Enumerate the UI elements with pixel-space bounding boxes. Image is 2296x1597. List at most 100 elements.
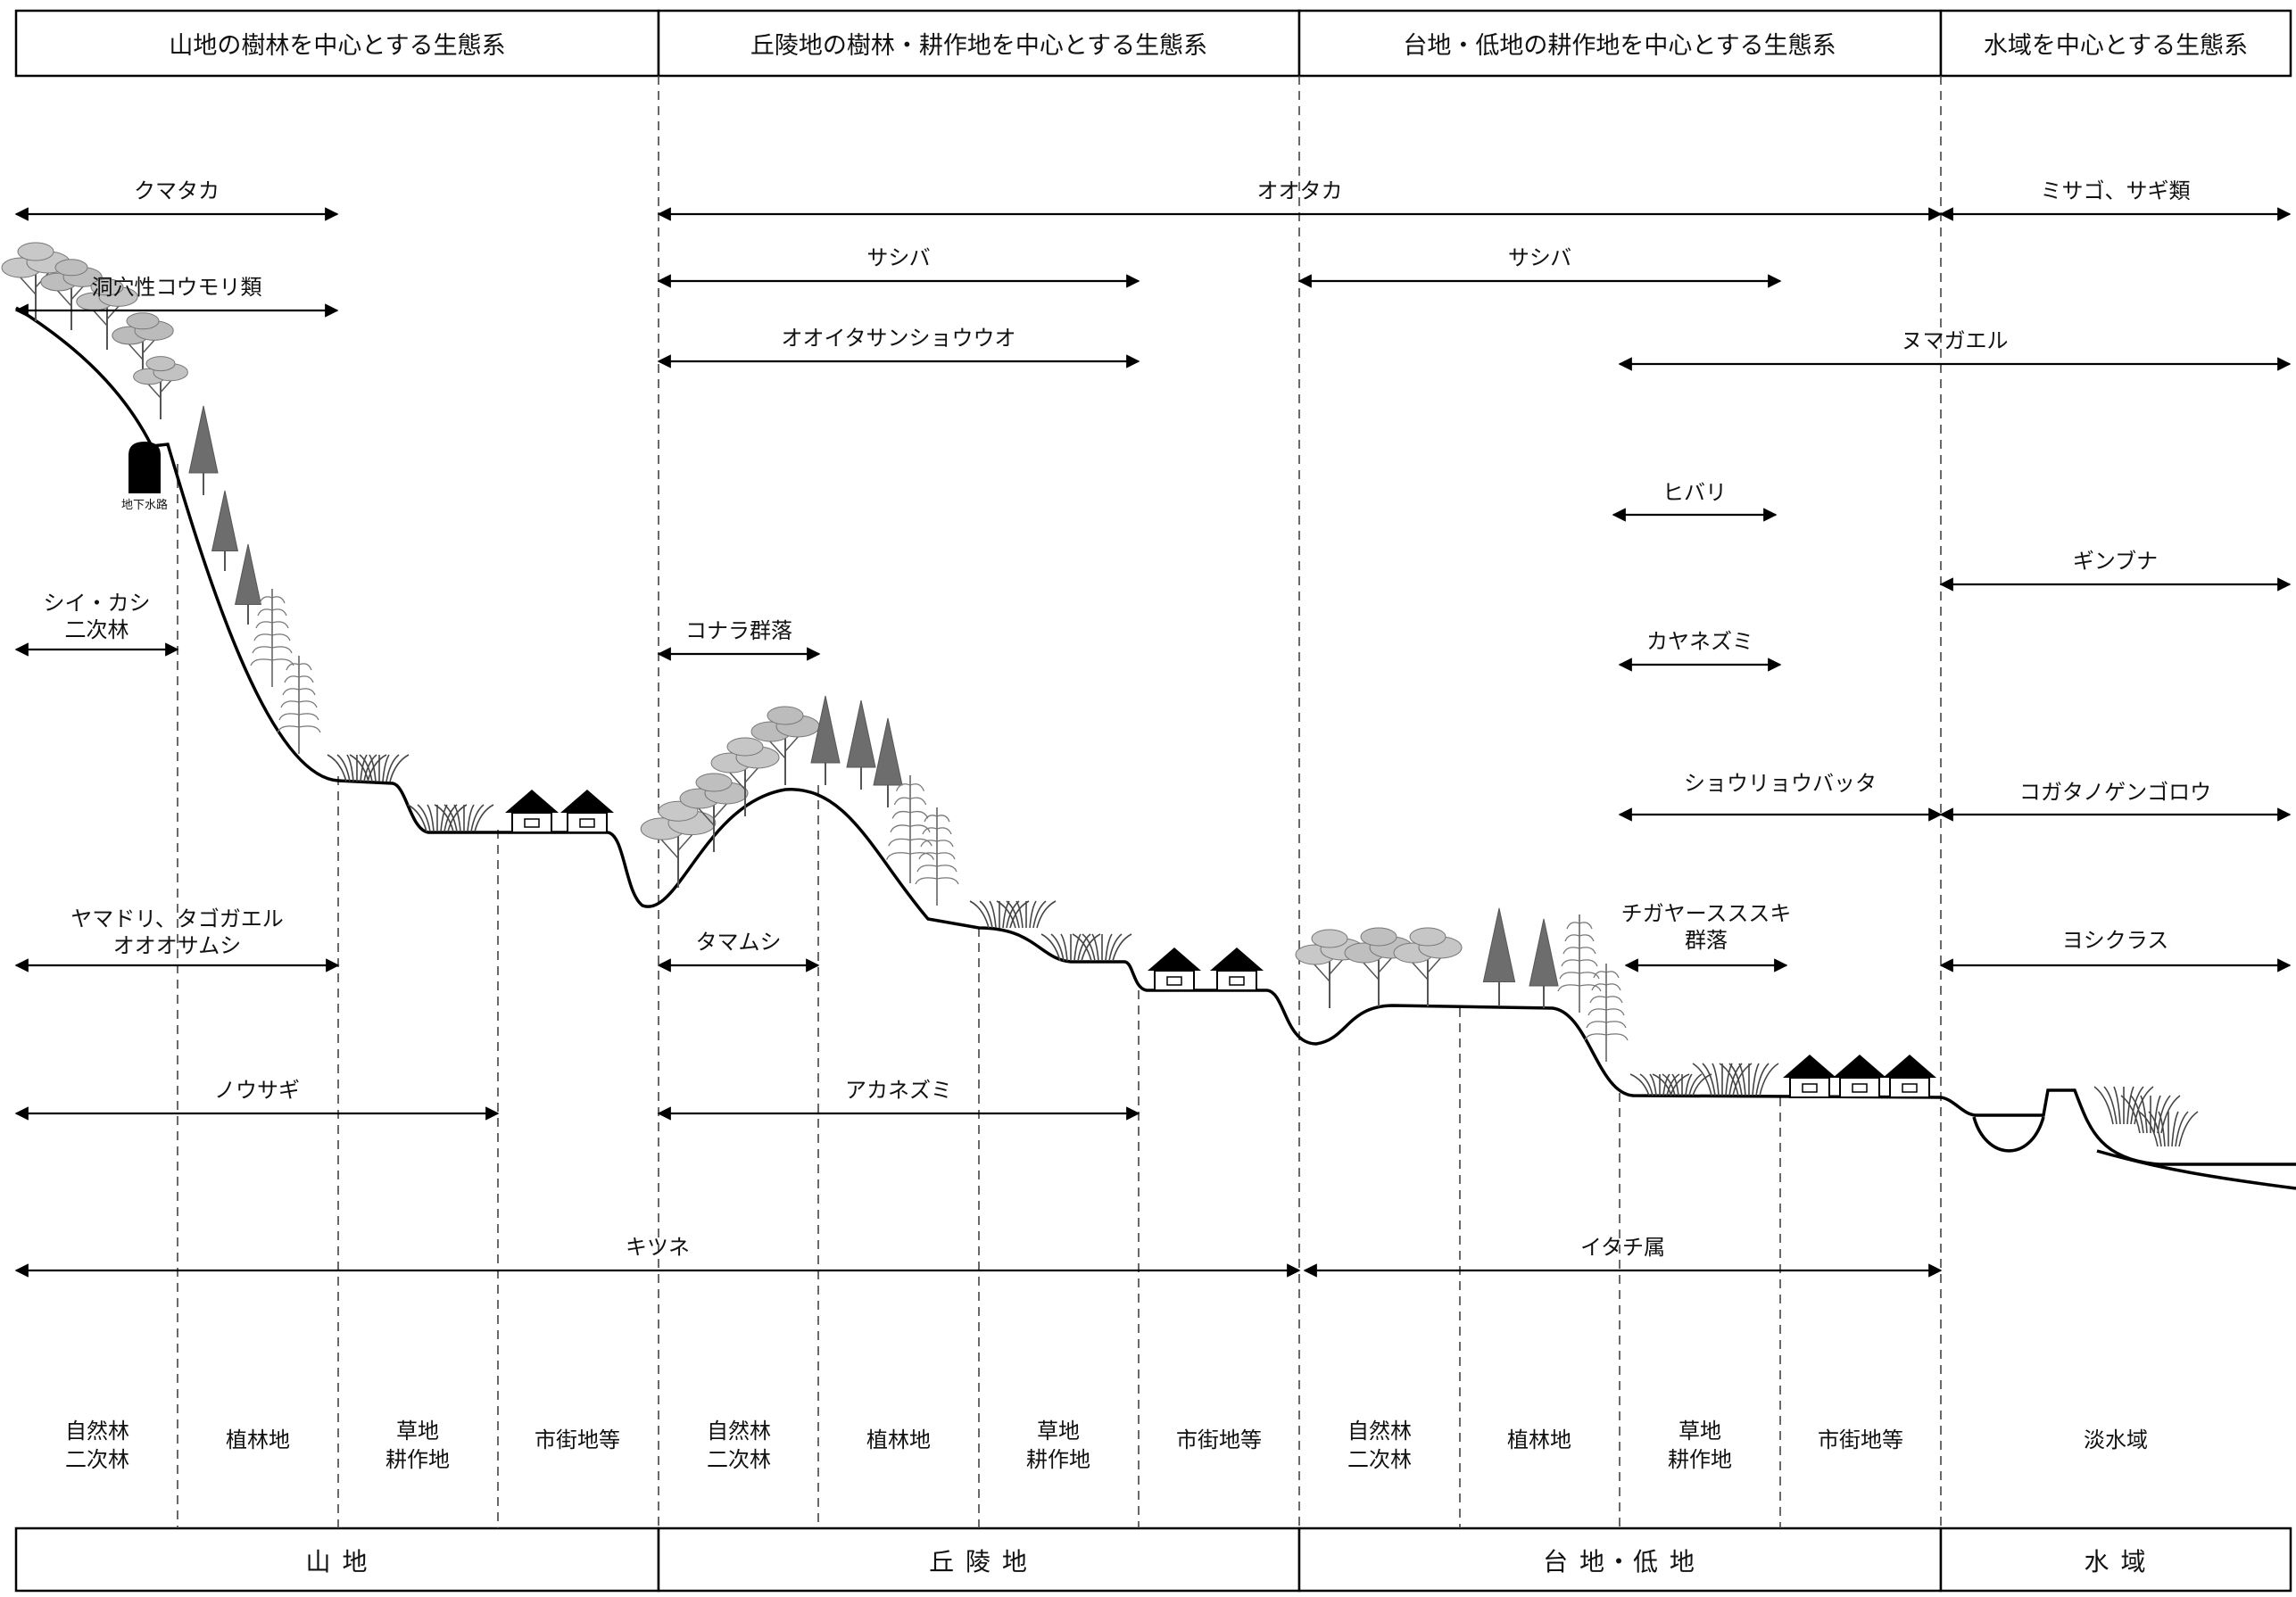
grass-icon [2093, 1086, 2154, 1125]
zone-label: 草地 [396, 1419, 439, 1444]
zone-label: 自然林 [1347, 1419, 1412, 1444]
grass-icon [327, 754, 387, 782]
species-label: ノウサギ [214, 1078, 300, 1103]
species-label: オオオサムシ [113, 933, 242, 958]
grass-icon [969, 900, 1030, 929]
broadleaf-tree-icon [1295, 929, 1364, 1008]
footer-box-hill [657, 1527, 1301, 1593]
zone-label: 草地 [1037, 1419, 1080, 1444]
broadleaf-tree-icon [679, 773, 749, 852]
species-range-itachi: イタチ属 [1303, 1235, 1943, 1278]
zone-label: 植林地 [226, 1427, 290, 1452]
species-range-akanezumi: アカネズミ [657, 1078, 1140, 1121]
species-label: ミサゴ、サギ類 [2041, 178, 2191, 203]
species-label: 二次林 [65, 617, 129, 642]
species-label: ヨシクラス [2062, 928, 2169, 953]
species-label: カヤネズミ [1646, 629, 1753, 654]
zone-label: 耕作地 [1668, 1447, 1732, 1472]
footer-hill: 丘 陵 地 [929, 1547, 1029, 1576]
grasses [327, 754, 2199, 1147]
species-ranges: クマタカオオタカミサゴ、サギ類洞穴性コウモリ類サシバサシバオオイタサンショウウオ… [14, 178, 2292, 1278]
grass-icon [434, 804, 494, 832]
zone-label: 二次林 [707, 1447, 771, 1472]
species-range-ginbuna: ギンブナ [1939, 549, 2292, 592]
footer-box-lowland [1297, 1527, 1943, 1593]
species-range-komori: 洞穴性コウモリ類 [14, 275, 339, 318]
house-icon [560, 790, 614, 833]
grass-icon [1692, 1063, 1753, 1096]
pond-basin [1972, 1116, 2045, 1153]
species-label: シイ・カシ [44, 591, 151, 616]
species-label: オオタカ [1257, 178, 1343, 203]
broadleaf-tree-icon [1393, 927, 1463, 1006]
species-label: コナラ群落 [685, 618, 792, 643]
sapling-tree-icon [250, 589, 294, 687]
species-range-sashiba2: サシバ [1297, 245, 1782, 288]
header-box-hill [657, 9, 1301, 78]
species-label: ヒバリ [1662, 480, 1727, 505]
broadleaf-tree-icon [133, 356, 188, 419]
broadleaf-tree-icon [40, 259, 103, 330]
land-use-zones: 自然林二次林植林地草地耕作地市街地等自然林二次林植林地草地耕作地市街地等自然林二… [65, 1419, 2148, 1472]
tunnel-icon [128, 442, 161, 493]
header-bar: 山地の樹林を中心とする生態系 丘陵地の樹林・耕作地を中心とする生態系 台地・低地… [14, 9, 2292, 78]
grass-icon [1629, 1073, 1690, 1096]
header-lowland-ecosystem: 台地・低地の耕作地を中心とする生態系 [1403, 32, 1836, 60]
species-label: キツネ [626, 1235, 690, 1260]
zone-label: 淡水域 [2084, 1427, 2148, 1452]
header-box-water [1939, 9, 2292, 78]
species-range-nousagi: ノウサギ [14, 1078, 500, 1121]
zone-label: 市街地等 [535, 1427, 620, 1452]
species-label: 洞穴性コウモリ類 [91, 275, 261, 300]
house-icon [505, 790, 559, 833]
zone-label: 二次林 [65, 1447, 129, 1472]
zone-label: 耕作地 [1026, 1447, 1090, 1472]
sapling-tree-icon [1557, 914, 1602, 1013]
terrain-illustration: 地下水路 [1, 242, 2296, 1190]
grass-icon [1040, 933, 1101, 962]
house-icon [1883, 1055, 1936, 1098]
header-hill-ecosystem: 丘陵地の樹林・耕作地を中心とする生態系 [750, 32, 1207, 60]
species-label: サシバ [866, 245, 930, 270]
zone-label: 耕作地 [385, 1447, 450, 1472]
lake-shore [2096, 1149, 2296, 1190]
species-label: サシバ [1508, 245, 1571, 270]
header-water-ecosystem: 水域を中心とする生態系 [1984, 32, 2248, 60]
zone-label: 草地 [1678, 1419, 1721, 1444]
species-range-otaka: オオタカ [657, 178, 1943, 221]
tunnel-label: 地下水路 [121, 498, 168, 512]
conifer-tree-icon [1529, 918, 1559, 1008]
species-label: ギンブナ [2073, 549, 2158, 574]
trees [1, 242, 1629, 1062]
broadleaf-tree-icon [750, 706, 820, 785]
conifer-tree-icon [873, 717, 903, 807]
species-label: アカネズミ [845, 1078, 952, 1103]
zone-dividers [177, 76, 1942, 1528]
sapling-tree-icon [885, 775, 935, 883]
species-label: チガヤースススキ [1621, 901, 1792, 926]
species-label: タマムシ [696, 930, 782, 955]
species-label: ショウリョウバッタ [1684, 771, 1877, 796]
species-range-konara: コナラ群落 [657, 618, 821, 661]
zone-label: 自然林 [707, 1419, 771, 1444]
broadleaf-tree-icon [1344, 927, 1413, 1006]
zone-label: 市街地等 [1818, 1427, 1903, 1452]
species-range-kogata: コガタノゲンゴロウ [1939, 780, 2292, 822]
conifer-tree-icon [211, 490, 239, 571]
conifer-tree-icon [1482, 907, 1516, 1006]
zone-label: 市街地等 [1176, 1427, 1262, 1452]
species-range-yoshi: ヨシクラス [1939, 928, 2292, 972]
grass-icon [2138, 1111, 2199, 1147]
species-range-tamamushi: タマムシ [657, 930, 820, 972]
zone-label: 植林地 [1507, 1427, 1571, 1452]
house-icon [1833, 1055, 1886, 1098]
species-label: クマタカ [134, 178, 220, 203]
house-icon [1783, 1055, 1836, 1098]
species-label: ヤマドリ、タゴガエル [70, 906, 284, 931]
species-label: ヌマガエル [1902, 328, 2009, 353]
species-label: 群落 [1685, 928, 1728, 953]
